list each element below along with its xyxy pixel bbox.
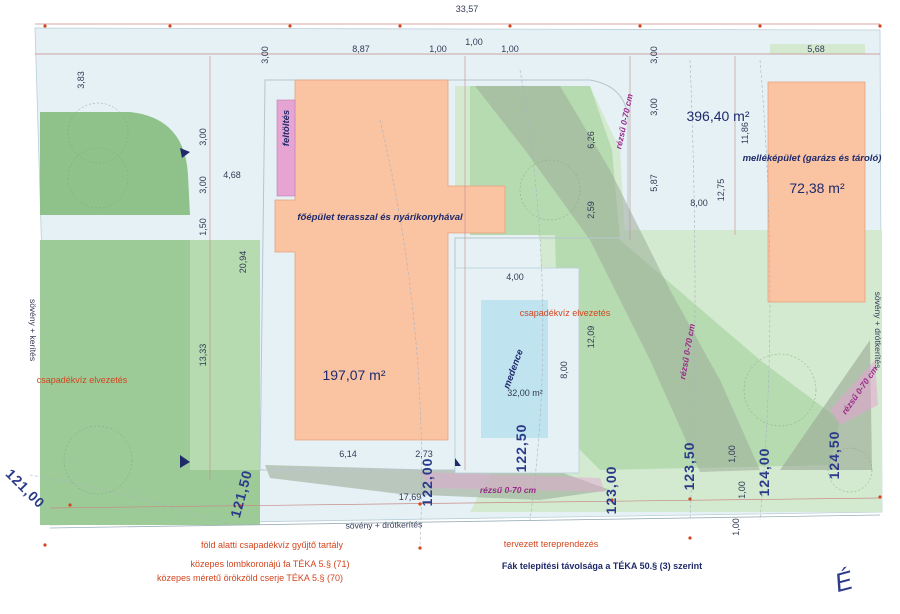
dim-887: 8,87	[352, 44, 370, 54]
drainage-left: csapadékvíz elvezetés	[37, 375, 128, 385]
drainage-center: csapadékvíz elvezetés	[520, 308, 611, 318]
slope-bottom	[265, 465, 610, 500]
elevation-12200: 122,00	[419, 458, 435, 507]
contour-1	[29, 474, 231, 526]
slope-bottom-pink	[420, 472, 605, 492]
marker-triangle	[455, 458, 461, 466]
dim-300-d: 3,00	[198, 176, 208, 194]
lawn-left-strip	[190, 240, 260, 470]
dim-400: 4,00	[506, 272, 524, 282]
dim-100-c: 1,00	[501, 44, 519, 54]
legend-tree: közepes lombkoronájú fa TÉKA 5.§ (71)	[191, 559, 350, 569]
fill-label: feltöltés	[281, 110, 292, 146]
contour-2	[379, 119, 422, 546]
main-building-label: főépület terasszal és nyárikonyhával	[297, 212, 463, 223]
dim-1186: 11,86	[740, 122, 750, 144]
main-building	[274, 79, 506, 441]
outbuilding-strip	[770, 44, 865, 54]
tree-symbol	[519, 159, 581, 221]
dim-800-a: 8,00	[690, 198, 708, 208]
dim-300-b: 3,00	[649, 46, 659, 64]
dim-800-b: 8,00	[559, 361, 569, 379]
dim-568: 5,68	[807, 44, 825, 54]
garage-area: 72,38 m²	[789, 180, 845, 196]
legend-shrub: közepes méretű örökzöld cserje TÉKA 5.§ …	[157, 573, 343, 583]
tree-symbol	[743, 353, 817, 427]
dim-100-a: 1,00	[429, 44, 447, 54]
tree-symbol	[63, 425, 133, 495]
slope-right-pink	[830, 360, 878, 425]
dim-line-bottom	[49, 497, 881, 509]
legend-terrain: tervezett tereprendezés	[504, 539, 599, 549]
lawn-left-upper	[40, 112, 190, 215]
legend-tree-distance: Fák telepítési távolsága a TÉKA 50.§ (3)…	[502, 561, 702, 571]
dim-100-f: 1,00	[731, 518, 741, 536]
slope-label-4: rézsű 0-70 cm	[480, 485, 537, 495]
contour-5	[759, 59, 771, 521]
marker-triangle	[180, 455, 190, 468]
slope-right	[780, 340, 872, 470]
tree-symbol	[67, 102, 129, 164]
elevation-12450: 124,50	[826, 431, 842, 480]
dim-468: 4,68	[223, 170, 241, 180]
dim-100-e: 1,00	[737, 481, 747, 499]
survey-points	[43, 24, 882, 550]
elevation-12400: 124,00	[756, 448, 772, 497]
dim-587: 5,87	[649, 174, 659, 192]
elevation-12350: 123,50	[681, 442, 697, 491]
tree-symbol	[827, 447, 873, 493]
dim-left-top: 3,83	[76, 71, 86, 89]
outbuilding-label: melléképület (garázs és tároló)	[743, 153, 882, 164]
north-arrow: É	[831, 564, 856, 598]
dim-1769: 17,69	[399, 492, 422, 502]
hedge-left: sövény + kerítés	[28, 299, 38, 361]
dim-100-d: 1,00	[727, 445, 737, 463]
dim-150: 1,50	[198, 218, 208, 236]
dim-1333: 13,33	[198, 344, 208, 367]
contour-4	[689, 59, 696, 521]
dim-273: 2,73	[415, 449, 433, 459]
contour-3	[519, 69, 544, 521]
elevation-12300: 123,00	[603, 466, 619, 515]
dim-100-b: 1,00	[465, 37, 483, 47]
fence-line-bottom	[49, 514, 881, 529]
plot-area: 396,40 m²	[686, 108, 749, 124]
elevation-12250: 122,50	[513, 424, 529, 473]
dim-1275: 12,75	[716, 179, 726, 202]
garden-slope-band	[475, 86, 760, 472]
dim-1209: 12,09	[586, 326, 596, 349]
dim-top-total: 33,57	[456, 4, 479, 14]
tree-symbol	[67, 147, 129, 209]
pool	[481, 300, 548, 438]
main-area: 197,07 m²	[322, 367, 385, 383]
marker-triangle	[180, 148, 190, 158]
dim-626: 6,26	[586, 131, 596, 149]
hedge-right: sövény + drótkerítés	[873, 292, 883, 369]
dim-614: 6,14	[339, 449, 357, 459]
dim-300-e: 3,00	[649, 98, 659, 116]
dim-259: 2,59	[586, 201, 596, 219]
dim-300-c: 3,00	[198, 128, 208, 146]
dim-2094: 20,94	[238, 251, 248, 274]
pool-area: 32,00 m²	[507, 388, 543, 398]
legend-tank: föld alatti csapadékvíz gyűjtő tartály	[201, 540, 344, 550]
fill-area	[276, 99, 296, 197]
dim-300-a: 3,00	[260, 46, 270, 64]
hedge-bottom: sövény + drótkerítés	[345, 519, 422, 530]
